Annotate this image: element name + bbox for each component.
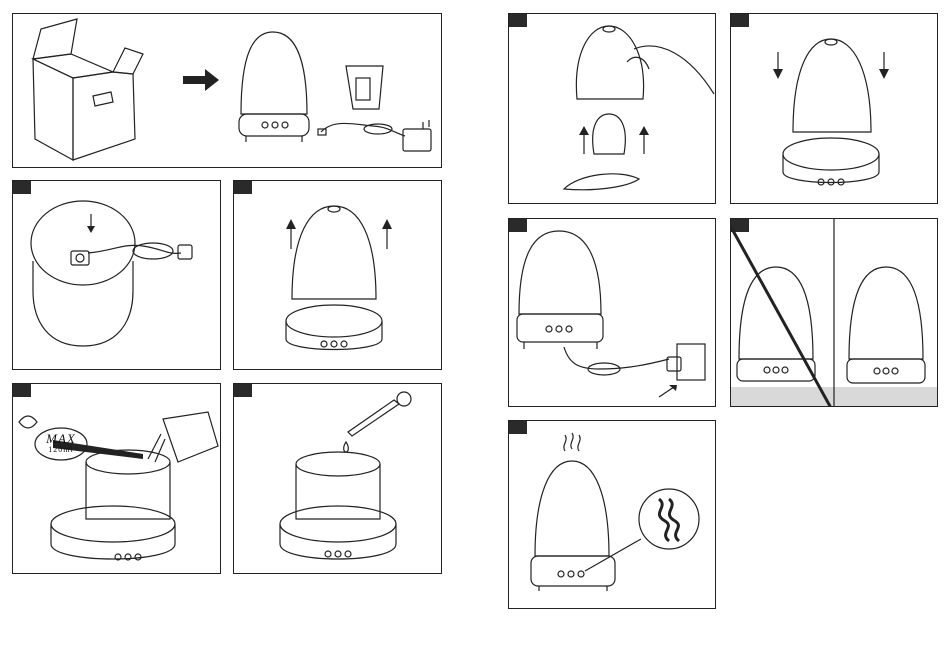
measuring-cup-icon <box>346 66 383 109</box>
mist-button-illustration <box>509 421 716 609</box>
panel-fill-water: MAX 120ml <box>12 383 221 574</box>
power-adapter-icon <box>318 120 431 151</box>
surface-check-illustration <box>731 219 938 407</box>
plug-arrow-icon <box>659 387 674 397</box>
panel-plug-in <box>508 218 716 407</box>
panel-unbox <box>12 13 442 168</box>
oil-drop-icon <box>344 442 349 452</box>
diffuser-icon <box>239 32 309 142</box>
remove-inner-illustration <box>509 14 716 204</box>
mist-icon <box>564 433 580 451</box>
plug-in-illustration <box>509 219 716 407</box>
add-oil-illustration <box>234 384 442 574</box>
panel-surface-check <box>730 218 938 407</box>
replace-cover-illustration <box>731 14 938 204</box>
base-bottom-illustration <box>13 181 221 370</box>
right-arrow-icon <box>183 69 219 91</box>
panel-remove-inner <box>508 13 716 204</box>
hand-icon <box>564 174 639 190</box>
panel-replace-cover <box>730 13 938 204</box>
unbox-illustration <box>13 14 442 168</box>
max-text: MAX <box>39 432 83 445</box>
capacity-text: 120ml <box>39 445 83 454</box>
box-icon <box>33 19 143 160</box>
panel-mist-button <box>508 420 716 609</box>
dropper-icon <box>348 400 399 436</box>
prohibited-slash <box>731 227 831 407</box>
mist-symbol-icon <box>659 499 679 541</box>
panel-add-oil <box>233 383 442 574</box>
panel-lift-cover <box>233 180 442 370</box>
panel-base-bottom <box>12 180 221 370</box>
lift-cover-illustration <box>234 181 442 370</box>
eye-icon <box>19 416 37 428</box>
max-fill-label: MAX 120ml <box>39 432 83 454</box>
fill-water-illustration <box>13 384 221 574</box>
